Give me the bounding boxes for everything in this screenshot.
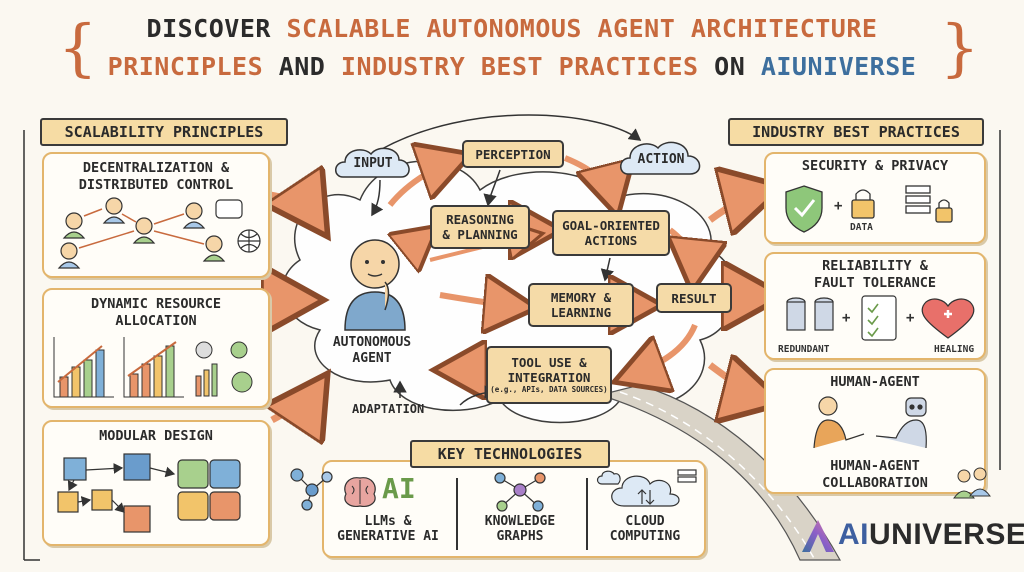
input-label: INPUT xyxy=(353,156,393,171)
tech-label-cloud: CLOUD COMPUTING xyxy=(609,514,681,544)
title-text: INDUSTRY BEST PRACTICES xyxy=(340,52,699,81)
tech-divider xyxy=(456,478,458,550)
card-decentralization: DECENTRALIZATION & DISTRIBUTED CONTROL xyxy=(42,152,270,278)
title-text: SCALABLE AUTONOMOUS AGENT ARCHITECTURE xyxy=(286,14,878,43)
redundant-label: REDUNDANT xyxy=(778,344,830,355)
page-title: DISCOVER SCALABLE AUTONOMOUS AGENT ARCHI… xyxy=(60,10,964,86)
card-title: DYNAMIC RESOURCE ALLOCATION xyxy=(90,296,222,329)
brain-icon xyxy=(344,477,376,507)
top-arc xyxy=(379,114,642,151)
tech-divider xyxy=(586,478,588,550)
card-title: MODULAR DESIGN xyxy=(99,428,213,444)
input-cloud-shape xyxy=(335,147,410,178)
security-icons: + xyxy=(785,185,953,233)
title-line-2: PRINCIPLES AND INDUSTRY BEST PRACTICES O… xyxy=(60,48,964,86)
arrow-to-security xyxy=(707,190,770,220)
brand-name: AIUNIVERSE xyxy=(838,518,1024,552)
card-modular-design: MODULAR DESIGN xyxy=(42,420,270,546)
card-title: SECURITY & PRIVACY xyxy=(801,158,949,174)
goal-label: GOAL-ORIENTED ACTIONS xyxy=(562,218,660,248)
action-label: ACTION xyxy=(637,152,685,167)
result-node: RESULT xyxy=(656,283,732,313)
memory-label: MEMORY & LEARNING xyxy=(550,290,612,320)
team-icon xyxy=(953,467,991,499)
healing-label: HEALING xyxy=(934,344,975,355)
card-title: DECENTRALIZATION & DISTRIBUTED CONTROL xyxy=(78,160,234,193)
key-tech-banner: KEY TECHNOLOGIES xyxy=(410,440,610,468)
cloud-computing-icon xyxy=(596,469,697,507)
goal-node: GOAL-ORIENTED ACTIONS xyxy=(552,210,670,256)
reasoning-label: REASONING & PLANNING xyxy=(442,212,518,242)
agent-avatar xyxy=(344,239,406,331)
best-practices-banner: INDUSTRY BEST PRACTICES xyxy=(728,118,984,146)
left-frame xyxy=(23,130,40,561)
tech-label-llm: LLMs & GENERATIVE AI xyxy=(337,514,439,544)
card-human-agent: HUMAN-AGENT HUMAN-AGENT COLLABORATION xyxy=(764,368,986,494)
memory-node: MEMORY & LEARNING xyxy=(528,283,634,327)
action-cloud-shape xyxy=(620,141,701,175)
title-text: AIUNIVERSE xyxy=(760,52,917,81)
scalability-principles-banner: SCALABILITY PRINCIPLES xyxy=(40,118,288,146)
key-tech-heading: KEY TECHNOLOGIES xyxy=(437,445,583,463)
title-text: AND xyxy=(263,52,341,81)
best-practices-heading: INDUSTRY BEST PRACTICES xyxy=(752,123,960,141)
tool-label: TOOL USE & INTEGRATION xyxy=(507,355,591,385)
reliability-icons: + + xyxy=(786,295,975,341)
network-people-icon xyxy=(57,197,261,269)
perception-label: PERCEPTION xyxy=(475,146,551,162)
card-security: SECURITY & PRIVACY + DATA xyxy=(764,152,986,244)
result-label: RESULT xyxy=(671,290,717,306)
ai-glyph: AI xyxy=(382,472,416,505)
adaptation-label: ADAPTATION xyxy=(352,402,425,416)
card-subtitle: HUMAN-AGENT COLLABORATION xyxy=(822,458,928,491)
bar-growth-icons xyxy=(53,337,253,398)
road xyxy=(597,384,842,561)
agent-label: AUTONOMOUS AGENT xyxy=(332,335,412,366)
handshake-icon xyxy=(813,396,927,449)
tool-node: TOOL USE & INTEGRATION (e.g., APIs, DATA… xyxy=(486,346,612,404)
knowledge-graph-icon xyxy=(494,472,546,512)
perception-node: PERCEPTION xyxy=(462,140,564,168)
svg-text:+: + xyxy=(906,310,914,326)
title-left-brace: { xyxy=(58,11,98,84)
title-text: PRINCIPLES xyxy=(107,52,264,81)
arrow-to-human xyxy=(707,365,770,400)
aiuniverse-logo-mark xyxy=(802,520,834,552)
reasoning-node: REASONING & PLANNING xyxy=(430,205,530,249)
scalability-heading: SCALABILITY PRINCIPLES xyxy=(64,123,264,141)
card-title: RELIABILITY & FAULT TOLERANCE xyxy=(814,258,936,291)
tech-label-kg: KNOWLEDGE GRAPHS xyxy=(484,514,556,544)
modular-cubes-icon xyxy=(57,453,241,533)
card-dynamic-resource: DYNAMIC RESOURCE ALLOCATION xyxy=(42,288,270,408)
title-text: DISCOVER xyxy=(146,14,287,43)
svg-text:+: + xyxy=(842,310,850,326)
title-line-1: DISCOVER SCALABLE AUTONOMOUS AGENT ARCHI… xyxy=(60,10,964,48)
arrow-decentral-to-agent xyxy=(270,195,320,225)
card-title: HUMAN-AGENT xyxy=(830,374,920,390)
svg-text:+: + xyxy=(834,198,842,214)
title-text: ON xyxy=(698,52,761,81)
network-nodes-icon xyxy=(290,468,333,511)
card-reliability: RELIABILITY & FAULT TOLERANCE + + REDUND… xyxy=(764,252,986,360)
title-right-brace: } xyxy=(940,11,980,84)
tool-sublabel: (e.g., APIs, DATA SOURCES) xyxy=(490,385,608,394)
brand-universe: UNIVERSE xyxy=(869,518,1024,551)
brand-ai: AI xyxy=(838,518,869,551)
data-label: DATA xyxy=(850,222,873,233)
arrow-modular-to-agent xyxy=(272,385,320,420)
